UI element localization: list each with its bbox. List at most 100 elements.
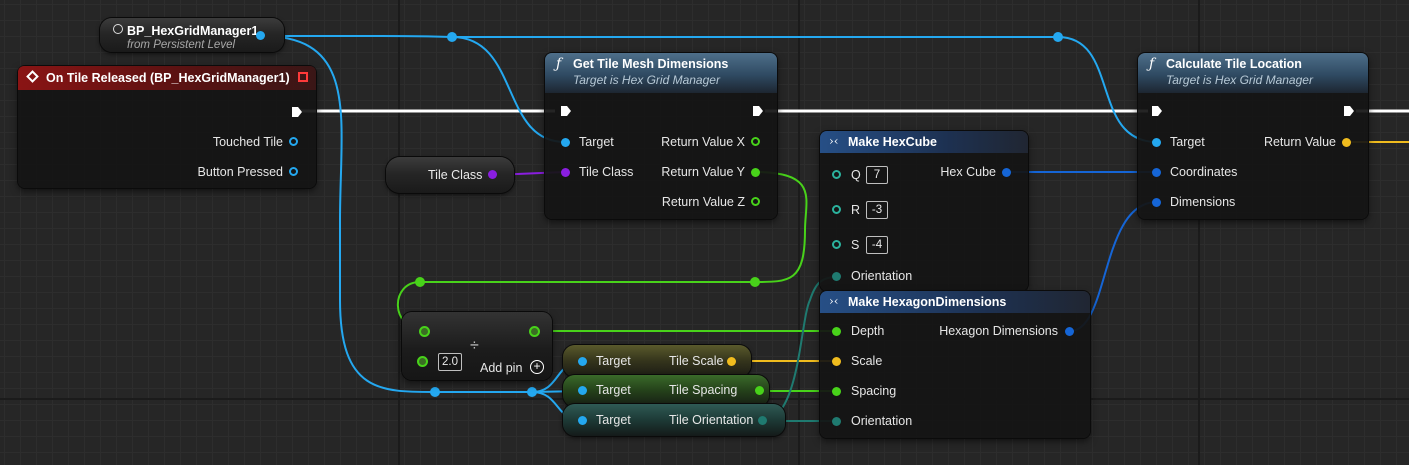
tile-orientation-target-label: Target <box>596 413 631 427</box>
event-title: On Tile Released (BP_HexGridManager1) <box>46 71 290 85</box>
exec-in-pin[interactable] <box>1151 105 1163 117</box>
divide-in-b-pin[interactable] <box>417 356 428 367</box>
event-exec-out-pin[interactable] <box>291 106 303 118</box>
tile-scale-getter[interactable]: Target Tile Scale <box>563 345 751 377</box>
return-z-pin[interactable] <box>751 197 760 206</box>
tile-class-label: Tile Class <box>428 168 483 182</box>
divisor-value-field[interactable]: 2.0 <box>438 353 462 371</box>
reroute-knot <box>1053 32 1063 42</box>
orientation-pin[interactable] <box>832 272 841 281</box>
r-pin[interactable] <box>832 205 841 214</box>
return-y-label: Return Value Y <box>661 165 745 179</box>
return-value-pin[interactable] <box>1342 138 1351 147</box>
hex-cube-label: Hex Cube <box>940 165 996 179</box>
touched-tile-label: Touched Tile <box>212 135 283 149</box>
tile-orientation-getter[interactable]: Target Tile Orientation <box>563 404 785 436</box>
make-struct-icon: ›‹ <box>829 134 839 148</box>
spacing-pin[interactable] <box>832 387 841 396</box>
dimensions-label: Dimensions <box>1170 195 1236 209</box>
tile-class-variable-node[interactable]: Tile Class <box>386 157 514 193</box>
manager-object-pin[interactable] <box>256 31 265 40</box>
make-hexdim-header: ›‹ Make HexagonDimensions <box>820 291 1090 313</box>
tile-scale-out-pin[interactable] <box>727 357 736 366</box>
q-value-field[interactable]: 7 <box>866 166 888 184</box>
exec-out-pin[interactable] <box>752 105 764 117</box>
divide-symbol: ÷ <box>470 337 479 354</box>
tile-spacing-getter[interactable]: Target Tile Spacing <box>563 375 769 407</box>
tile-scale-target-pin[interactable] <box>578 357 587 366</box>
return-x-label: Return Value X <box>661 135 745 149</box>
tile-orientation-target-pin[interactable] <box>578 416 587 425</box>
orientation-in-pin[interactable] <box>832 417 841 426</box>
calc-tile-subtitle: Target is Hex Grid Manager <box>1166 73 1313 87</box>
return-z-label: Return Value Z <box>661 195 745 209</box>
tile-spacing-out-pin[interactable] <box>755 386 764 395</box>
exec-in-pin[interactable] <box>560 105 572 117</box>
event-diamond-icon <box>26 70 39 83</box>
divide-node[interactable]: ÷ 2.0 Add pin + <box>402 312 552 380</box>
touched-tile-pin[interactable] <box>289 137 298 146</box>
orientation-in-label: Orientation <box>851 414 913 428</box>
return-y-pin[interactable] <box>751 168 760 177</box>
tile-spacing-target-pin[interactable] <box>578 386 587 395</box>
tile-orientation-out-pin[interactable] <box>758 416 767 425</box>
tile-orientation-label: Tile Orientation <box>669 413 754 427</box>
make-hexcube-title: Make HexCube <box>848 135 937 149</box>
r-value-field[interactable]: -3 <box>866 201 888 219</box>
make-hexdim-title: Make HexagonDimensions <box>848 295 1007 309</box>
spacing-label: Spacing <box>851 384 897 398</box>
reroute-knot <box>430 387 440 397</box>
tile-scale-label: Tile Scale <box>669 354 724 368</box>
scale-label: Scale <box>851 354 883 368</box>
manager-reference-node[interactable]: BP_HexGridManager1 from Persistent Level <box>100 18 284 52</box>
r-label: R <box>851 203 861 217</box>
s-value-field[interactable]: -4 <box>866 236 888 254</box>
tile-class-in-label: Tile Class <box>579 165 634 179</box>
return-value-label: Return Value <box>1263 135 1336 149</box>
add-pin-label[interactable]: Add pin <box>480 361 523 375</box>
get-tile-mesh-dimensions-node[interactable]: ƒ Get Tile Mesh Dimensions Target is Hex… <box>545 53 777 219</box>
divide-out-pin[interactable] <box>529 326 540 337</box>
event-node-on-tile-released[interactable]: On Tile Released (BP_HexGridManager1) To… <box>18 66 316 188</box>
actor-icon <box>113 24 123 34</box>
event-header: On Tile Released (BP_HexGridManager1) <box>18 66 316 90</box>
divide-in-a-pin[interactable] <box>419 326 430 337</box>
tile-class-in-pin[interactable] <box>561 168 570 177</box>
hexagon-dimensions-out-pin[interactable] <box>1065 327 1074 336</box>
get-tile-mesh-title: Get Tile Mesh Dimensions <box>573 57 729 71</box>
coordinates-label: Coordinates <box>1170 165 1238 179</box>
tile-class-out-pin[interactable] <box>488 170 497 179</box>
s-label: S <box>851 238 860 252</box>
make-hexagon-dimensions-node[interactable]: ›‹ Make HexagonDimensions Depth Scale Sp… <box>820 291 1090 438</box>
calc-tile-header: ƒ Calculate Tile Location Target is Hex … <box>1138 53 1368 93</box>
q-pin[interactable] <box>832 170 841 179</box>
plus-circle-icon[interactable]: + <box>530 360 544 374</box>
calculate-tile-location-node[interactable]: ƒ Calculate Tile Location Target is Hex … <box>1138 53 1368 219</box>
tile-scale-target-label: Target <box>596 354 631 368</box>
calc-target-pin[interactable] <box>1152 138 1161 147</box>
get-tile-mesh-header: ƒ Get Tile Mesh Dimensions Target is Hex… <box>545 53 777 93</box>
depth-label: Depth <box>851 324 885 338</box>
scale-pin[interactable] <box>832 357 841 366</box>
manager-subtitle: from Persistent Level <box>127 39 236 51</box>
depth-pin[interactable] <box>832 327 841 336</box>
return-x-pin[interactable] <box>751 137 760 146</box>
hex-cube-out-pin[interactable] <box>1002 168 1011 177</box>
function-icon: ƒ <box>1149 56 1155 72</box>
orientation-label: Orientation <box>851 269 913 283</box>
s-pin[interactable] <box>832 240 841 249</box>
make-hexcube-header: ›‹ Make HexCube <box>820 131 1028 153</box>
event-delegate-icon[interactable] <box>298 72 308 82</box>
make-hexcube-node[interactable]: ›‹ Make HexCube Q 7 R -3 S -4 Orientatio… <box>820 131 1028 291</box>
reroute-knot <box>447 32 457 42</box>
q-label: Q <box>851 168 861 182</box>
calc-target-label: Target <box>1170 135 1205 149</box>
dimensions-pin[interactable] <box>1152 198 1161 207</box>
button-pressed-pin[interactable] <box>289 167 298 176</box>
coordinates-pin[interactable] <box>1152 168 1161 177</box>
target-pin[interactable] <box>561 138 570 147</box>
get-tile-mesh-subtitle: Target is Hex Grid Manager <box>573 73 720 87</box>
exec-out-pin[interactable] <box>1343 105 1355 117</box>
reroute-knot <box>415 277 425 287</box>
manager-title: BP_HexGridManager1 <box>127 24 259 38</box>
